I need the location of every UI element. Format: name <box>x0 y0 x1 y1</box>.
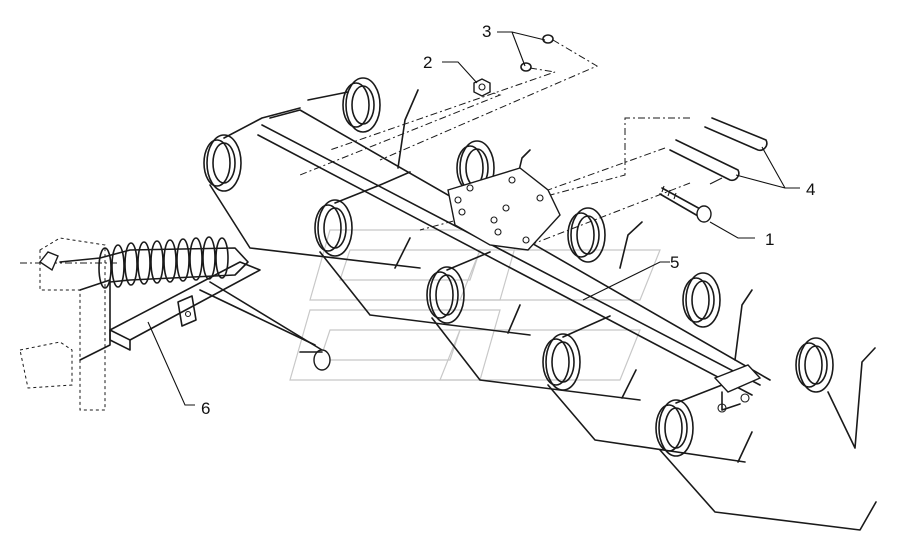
coil-spring <box>98 236 229 289</box>
watermark-logo <box>289 229 661 381</box>
tine-clamp <box>713 364 762 413</box>
bolt <box>659 185 712 223</box>
callout-leaders <box>147 31 800 406</box>
callout-labels: 1 2 3 4 5 6 <box>201 22 815 418</box>
tine-bar <box>257 109 771 396</box>
callout-6: 6 <box>201 399 210 418</box>
callout-2: 2 <box>423 53 432 72</box>
spring-tine <box>682 272 753 361</box>
callout-4: 4 <box>806 180 815 199</box>
u-pins <box>669 117 768 185</box>
tine-arm-bracket <box>19 236 331 411</box>
callout-5: 5 <box>670 253 679 272</box>
mounting-bracket <box>447 167 561 251</box>
callout-1: 1 <box>765 230 774 249</box>
nut <box>473 78 491 97</box>
o-rings <box>520 34 554 72</box>
spring-tine <box>567 207 643 269</box>
callout-3: 3 <box>482 22 491 41</box>
spring-tine <box>314 171 531 336</box>
spring-tine <box>542 315 746 463</box>
spring-tine <box>795 337 876 449</box>
spring-tine <box>203 107 421 269</box>
spring-tine <box>655 384 877 531</box>
spring-tine <box>426 251 641 401</box>
spring-tine <box>307 77 419 169</box>
spring-tines <box>203 77 877 531</box>
